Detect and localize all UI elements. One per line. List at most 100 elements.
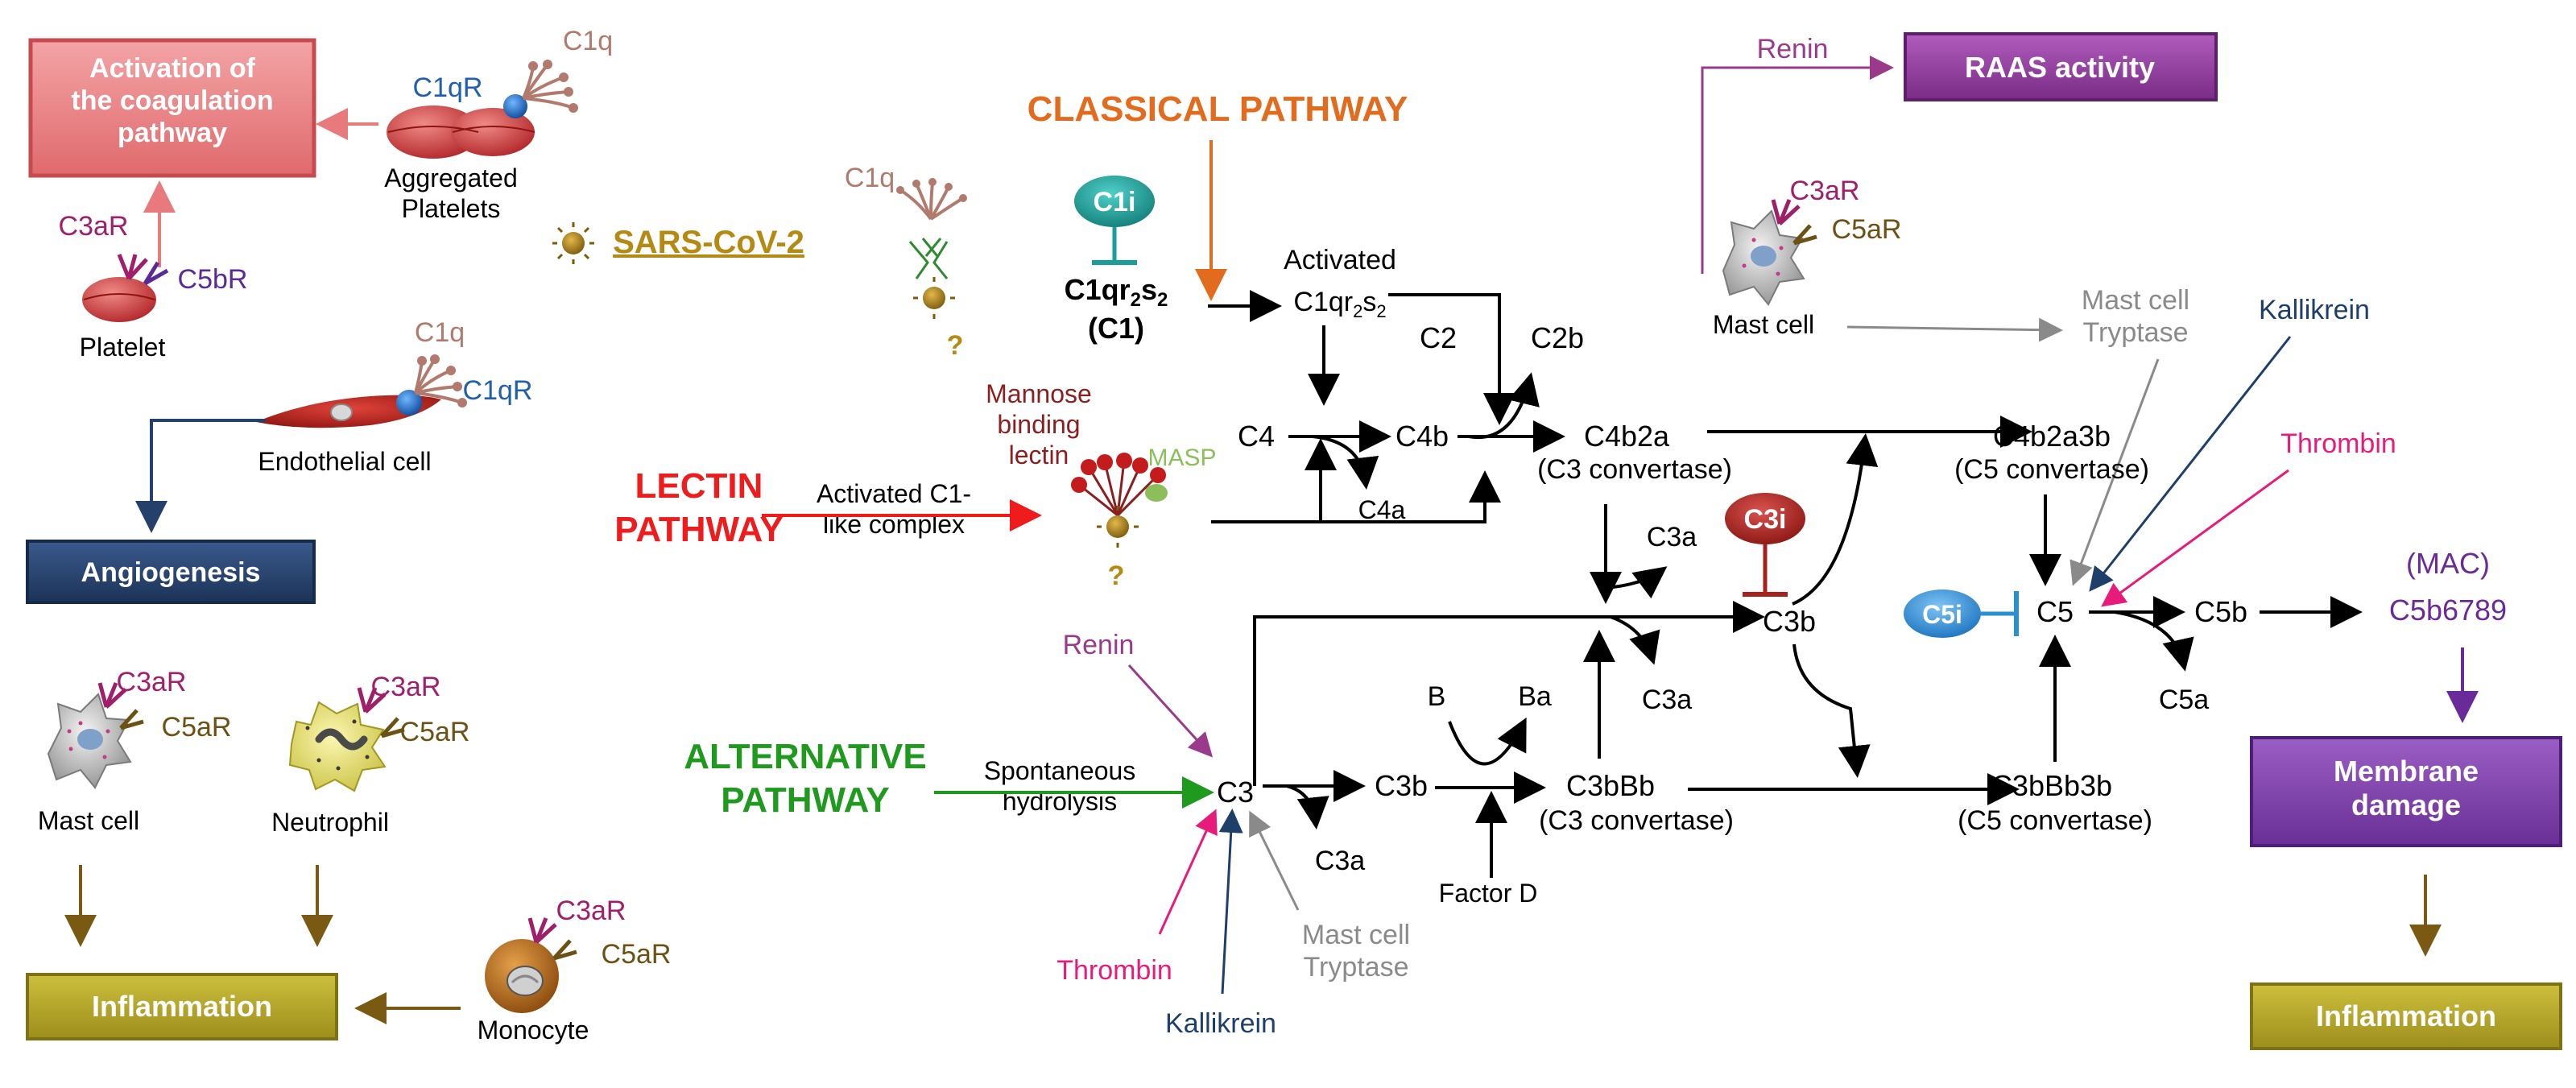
right-mast-cell-icon xyxy=(1722,199,1817,306)
arrow-activated-c1-to-c2-cleavage xyxy=(1388,293,1515,425)
right-inflammation-box-label: Inflammation xyxy=(2316,999,2496,1032)
c3-convertase-alt-label: (C3 convertase) xyxy=(1539,805,1734,836)
c3a-alt-label: C3a xyxy=(1315,846,1365,876)
right-mast-c3ar-label: C3aR xyxy=(1790,176,1860,206)
c4b-label: C4b xyxy=(1396,420,1449,453)
c5i-label: C5i xyxy=(1922,600,1962,629)
c2b-label: C2b xyxy=(1531,321,1584,354)
arrow-b-to-ba xyxy=(1448,717,1527,766)
arrow-thrombin-to-c5 xyxy=(2101,469,2289,607)
arrow-tryptase-to-c3 xyxy=(1249,810,1300,911)
arrow-tryptase-to-c5 xyxy=(2069,358,2160,586)
monocyte-label: Monocyte xyxy=(478,1016,589,1045)
angiogenesis-box-label: Angiogenesis xyxy=(81,557,261,588)
kallikrein-right-label: Kallikrein xyxy=(2259,295,2370,325)
kallikrein-c3-label: Kallikrein xyxy=(1165,1008,1276,1039)
renin-top-label: Renin xyxy=(1757,34,1829,64)
c3-label: C3 xyxy=(1217,776,1254,809)
arrow-c2-to-c2b xyxy=(1468,372,1540,440)
mbl-complex-icon xyxy=(1071,453,1168,548)
arrow-c3b-up-to-c4b2a3b xyxy=(1792,433,1879,606)
c5-convertase-classical-label: (C5 convertase) xyxy=(1954,454,2149,485)
c1q-complex-icon xyxy=(896,178,967,319)
platelet-label: Platelet xyxy=(80,333,166,362)
arrow-c3-to-c3a-alt xyxy=(1286,784,1329,829)
arrow-c3b-down-to-c3bbb3b xyxy=(1792,643,1871,778)
neutrophil-label: Neutrophil xyxy=(271,808,389,837)
c3bbb3b-label: C3bBb3b xyxy=(1991,769,2112,802)
neutrophil-c5ar-label: C5aR xyxy=(400,717,470,747)
c4a-label: C4a xyxy=(1358,495,1406,524)
arrow-endothelial-to-angiogenesis xyxy=(135,419,266,533)
factor-d-label: Factor D xyxy=(1439,879,1538,908)
ba-label: Ba xyxy=(1518,681,1552,712)
right-mast-cell-label: Mast cell xyxy=(1713,310,1814,339)
c5-label: C5 xyxy=(2036,595,2074,628)
endothelial-cell-label: Endothelial cell xyxy=(258,447,431,476)
mac-label: (MAC) xyxy=(2406,547,2490,580)
monocyte-c5ar-label: C5aR xyxy=(602,939,672,970)
arrow-c4-to-c4a xyxy=(1312,435,1379,490)
c3i-label: C3i xyxy=(1744,504,1787,535)
classical-pathway-label: CLASSICAL PATHWAY xyxy=(1028,89,1408,129)
c4b2a3b-label: C4b2a3b xyxy=(1993,420,2111,453)
raas-activity-box: RAAS activity xyxy=(1904,32,2218,101)
c1qr2s2-label: C1qr2s2 xyxy=(1065,273,1168,311)
left-inflammation-box-label: Inflammation xyxy=(92,990,272,1023)
neutrophil-c3ar-label: C3aR xyxy=(371,672,441,702)
arrow-thrombin-to-c3 xyxy=(1158,809,1218,935)
platelet-c5br-label: C5bR xyxy=(178,264,248,295)
endothelial-cell-icon xyxy=(256,354,467,428)
aggregated-platelets-icon xyxy=(387,60,578,159)
question-mark-lectin: ? xyxy=(1108,561,1125,591)
left-mast-c5ar-label: C5aR xyxy=(162,712,232,743)
sars-cov-2-virus-icon xyxy=(552,222,594,264)
c3b-center-label: C3b xyxy=(1763,605,1816,638)
c3-convertase-classical-label: (C3 convertase) xyxy=(1537,454,1732,485)
activated-c1-like-label: Activated C1-like complex xyxy=(817,479,971,539)
thrombin-right-label: Thrombin xyxy=(2280,428,2396,459)
left-mast-c3ar-label: C3aR xyxy=(117,667,187,697)
left-mast-cell-icon xyxy=(47,682,144,789)
question-mark-classical: ? xyxy=(947,330,964,361)
c3a-label-1: C3a xyxy=(1647,522,1697,552)
arrow-mast-cell-to-raas xyxy=(1701,56,1894,274)
c2-label: C2 xyxy=(1420,321,1457,354)
raas-activity-box-label: RAAS activity xyxy=(1965,51,2155,84)
right-mast-c5ar-label: C5aR xyxy=(1832,214,1902,245)
thrombin-c3-label: Thrombin xyxy=(1056,955,1172,986)
activated-c1-label: Activated xyxy=(1284,245,1396,275)
c1i-inhibitor-badge: C1i xyxy=(1074,176,1155,265)
c1q-label-center: C1q xyxy=(845,163,895,193)
angiogenesis-box: Angiogenesis xyxy=(26,540,316,604)
renin-c3-label: Renin xyxy=(1063,630,1135,660)
arrow-mbl-to-c4-cleavage xyxy=(1211,470,1501,523)
c1i-label: C1i xyxy=(1094,187,1136,217)
sars-cov-2-label: SARS-CoV-2 xyxy=(613,225,804,260)
c1q-label-top: C1q xyxy=(563,26,613,56)
arrow-renin-to-c3 xyxy=(1127,664,1214,758)
activated-c1qr2s2-label: C1qr2s2 xyxy=(1293,287,1386,321)
c5b6789-label: C5b6789 xyxy=(2389,594,2507,627)
masp-label: MASP xyxy=(1147,445,1216,471)
arrow-c3-up-to-c3b xyxy=(1253,601,1765,786)
monocyte-icon xyxy=(485,917,577,1013)
c3a-label-2: C3a xyxy=(1642,685,1692,715)
platelet-icon xyxy=(82,254,169,322)
c3i-inhibitor-badge: C3i xyxy=(1725,493,1805,597)
arrow-kallikrein-to-c3 xyxy=(1218,809,1243,995)
c4b2a-label: C4b2a xyxy=(1584,420,1670,453)
platelet-c3ar-label: C3aR xyxy=(59,211,129,242)
right-inflammation-box: Inflammation xyxy=(2250,983,2562,1050)
